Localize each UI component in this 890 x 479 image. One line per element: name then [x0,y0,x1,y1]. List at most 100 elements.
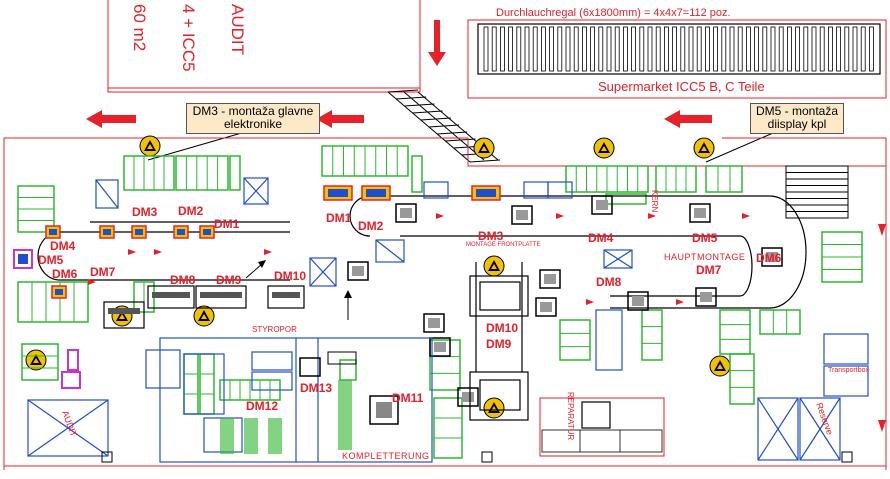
assembly-station [51,285,67,299]
callout-dm3-text: DM3 - montaža glavne elektronike [192,104,314,131]
flow-arrow-icon [556,213,564,219]
operator-station [535,297,557,317]
rack-slot [582,26,587,72]
magenta-station [61,349,81,389]
rack-slot [811,26,817,72]
workbench [719,309,751,355]
styropor-label: STYROPOR [252,325,297,334]
label-dm9-center: DM9 [486,337,512,351]
label-dm8-left: DM8 [170,273,196,287]
operator-station [347,261,369,281]
workbench [433,397,463,459]
transport-label: Transportbox [828,367,869,374]
assembly-station [131,225,147,239]
rack-slot [787,26,792,72]
assembly-station [99,225,115,239]
rack-slot [680,26,686,72]
dm10-pointer-arrow [245,260,266,279]
operator-station [539,269,561,289]
main-conveyor-loop [349,195,807,309]
kompletierung-label: KOMPLETTERUNG [342,451,430,461]
workbench [759,309,801,335]
workbench [411,155,423,193]
workbench [705,165,743,193]
label-dm11: DM11 [392,391,424,405]
side-arrows-right [878,224,886,432]
workstation-table [195,285,247,309]
esd-warning-icon [693,137,715,159]
flow-rack: Durchlauchregal (6x1800mm) = 4x4x7=112 p… [467,7,887,99]
workbench [655,165,697,193]
rack-slot [483,26,489,72]
workbench [339,359,357,381]
audit-area: AUDIT 4 + ICC5 60 m2 [107,0,421,93]
rack-slot [664,26,669,72]
flow-arrow-icon [128,249,136,255]
label-dm1-mid: DM1 [326,211,352,225]
conveyor-rung [469,159,501,163]
workbench [175,155,229,191]
rack-title: Durchlauchregal (6x1800mm) = 4x4x7=112 p… [496,7,731,19]
rack-slot [557,26,563,72]
esd-warning-icon [25,349,47,371]
label-dm13: DM13 [300,381,332,395]
esd-warning-icon [709,355,731,377]
rack-slot [541,26,546,72]
assembly-station [323,185,353,201]
callout-dm5-text: DM5 - montaža diisplay kpl [755,104,839,131]
rack-slot [721,26,727,72]
workbench [17,281,89,323]
workbench [17,185,55,233]
rack-slot [590,26,595,72]
flow-arrow-icon [742,213,750,219]
rack-slot [869,26,874,72]
conveyor-rung [428,124,460,128]
workstation-table [147,285,195,309]
rack-slot [606,26,612,72]
workbench [821,231,863,283]
operator-station [457,387,479,407]
rack-slot [672,26,677,72]
rack-slot [705,26,710,72]
workstation-table [103,301,145,329]
flow-arrow-icon [264,249,272,255]
operator-station [689,203,711,223]
workbench [641,309,663,361]
assembly-station [471,185,501,201]
rack-slot [778,26,784,72]
callout-dm3: DM3 - montaža glavne elektronike [186,103,320,134]
flow-arrow-icon [648,213,656,219]
kompletierung-machines [220,351,399,454]
rack-slot [565,26,571,72]
reparatur-area [539,397,665,457]
rack-slot [499,26,505,72]
rack-slot [746,26,751,72]
kern-label: KERN [650,190,659,212]
audit-area-text: 60 m2 [130,4,149,51]
label-dm3-mid: DM3 [478,229,504,243]
label-dm5-left: DM5 [38,253,64,267]
right-storage-rack [785,165,849,219]
audit-title-text: AUDIT [228,4,247,55]
operator-station [761,247,783,267]
conveyor-rung [404,103,435,107]
esd-warning-icon [473,137,495,159]
rack-slot [524,26,530,72]
rack-slot [762,26,768,72]
up-arrow-icon [344,290,352,320]
conveyor-rung [445,138,476,142]
hall-outline [3,137,887,470]
label-dm2-left: DM2 [178,204,204,218]
callout-dm5: DM5 - montaža diisplay kpl [750,103,844,134]
operator-station [591,195,613,215]
operator-station [511,205,533,225]
esd-warning-icon [139,135,161,157]
label-dm3-left: DM3 [132,205,158,219]
workbench [229,155,241,191]
rack-slot [860,26,866,72]
rack-slot [573,26,579,72]
storage-box [523,181,549,199]
rack-slot [770,26,776,72]
label-dm2-mid: DM2 [358,219,384,233]
reserve-boxes [27,177,869,461]
